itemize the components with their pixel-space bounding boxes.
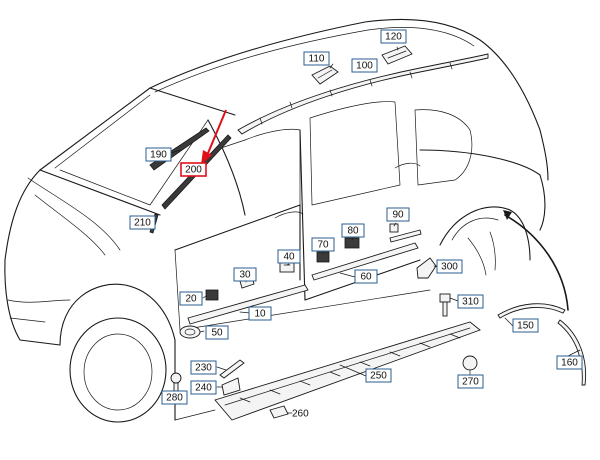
callout-110: 110 (303, 51, 330, 66)
callout-text-160: 160 (561, 358, 578, 369)
side-skirt (214, 321, 481, 421)
callout-280: 280 (161, 390, 188, 405)
callout-text-240: 240 (195, 383, 212, 394)
callout-box-30 (233, 267, 257, 282)
callout-box-280 (161, 390, 188, 405)
callout-150: 150 (512, 318, 539, 333)
callout-box-120 (380, 29, 407, 44)
callout-box-100 (351, 58, 378, 73)
wheel-arch-flares (497, 303, 587, 386)
callout-text-10: 10 (254, 309, 266, 320)
installation-arrow (503, 210, 569, 311)
callout-text-210: 210 (134, 218, 151, 229)
callout-box-230 (190, 360, 217, 375)
callout-text-90: 90 (392, 210, 404, 221)
callout-box-150 (512, 318, 539, 333)
callout-text-100: 100 (356, 61, 373, 72)
callout-text-250: 250 (370, 371, 387, 382)
callout-box-240 (190, 380, 217, 395)
callout-60: 60 (354, 269, 378, 284)
car-outline (4, 18, 549, 423)
callout-text-30: 30 (239, 270, 251, 281)
callout-box-60 (354, 269, 378, 284)
callout-text-280: 280 (166, 393, 183, 404)
callout-10: 10 (248, 306, 272, 321)
callout-box-190 (145, 147, 172, 162)
callout-260: 260 (292, 409, 309, 420)
callout-box-200 (180, 162, 207, 177)
callout-box-310 (457, 294, 484, 309)
callout-box-10 (248, 306, 272, 321)
callout-210: 210 (129, 215, 156, 230)
callout-box-20 (179, 291, 203, 306)
callout-40: 40 (277, 249, 301, 264)
callout-text-110: 110 (309, 54, 325, 65)
callout-310: 310 (457, 294, 484, 309)
callout-box-210 (129, 215, 156, 230)
callout-box-300 (436, 259, 463, 274)
callout-box-250 (365, 368, 392, 383)
callout-80: 80 (341, 223, 365, 238)
callout-250: 250 (365, 368, 392, 383)
callout-70: 70 (311, 237, 335, 252)
roof-moldings (237, 53, 489, 135)
callout-text-310: 310 (462, 297, 479, 308)
a-pillar-moldings (149, 127, 232, 234)
callout-190: 190 (145, 147, 172, 162)
callout-box-110 (303, 51, 330, 66)
callout-text-230: 230 (195, 363, 212, 374)
callout-text-50: 50 (211, 328, 223, 339)
callout-270: 270 (457, 374, 484, 389)
callout-text-260: 260 (292, 409, 309, 420)
callout-text-190: 190 (150, 150, 167, 161)
door-moldings (187, 229, 422, 325)
callout-text-150: 150 (517, 321, 534, 332)
callout-text-200: 200 (185, 165, 202, 176)
callout-text-120: 120 (385, 32, 402, 43)
small-parts (170, 45, 478, 419)
callout-box-160 (556, 355, 583, 370)
callout-200: 200 (180, 162, 207, 177)
callout-box-70 (311, 237, 335, 252)
callout-box-80 (341, 223, 365, 238)
callout-text-20: 20 (185, 294, 197, 305)
callout-text-300: 300 (441, 262, 458, 273)
callout-labels: 10 20 30 40 50 60 70 80 90 100 110 120 150 160 190 200 2… (129, 29, 583, 420)
callout-text-60: 60 (360, 272, 372, 283)
callout-160: 160 (556, 355, 583, 370)
callout-text-40: 40 (283, 252, 295, 263)
callout-text-80: 80 (347, 226, 359, 237)
callout-240: 240 (190, 380, 217, 395)
callout-20: 20 (179, 291, 203, 306)
callout-box-40 (277, 249, 301, 264)
callout-100: 100 (351, 58, 378, 73)
callout-120: 120 (380, 29, 407, 44)
callout-box-90 (386, 207, 410, 222)
callout-300: 300 (436, 259, 463, 274)
callout-230: 230 (190, 360, 217, 375)
callout-box-270 (457, 374, 484, 389)
callout-90: 90 (386, 207, 410, 222)
callout-box-50 (205, 325, 229, 340)
callout-50: 50 (205, 325, 229, 340)
callout-text-270: 270 (462, 377, 479, 388)
callout-30: 30 (233, 267, 257, 282)
callout-text-70: 70 (317, 240, 329, 251)
highlight-arrow (201, 109, 227, 165)
